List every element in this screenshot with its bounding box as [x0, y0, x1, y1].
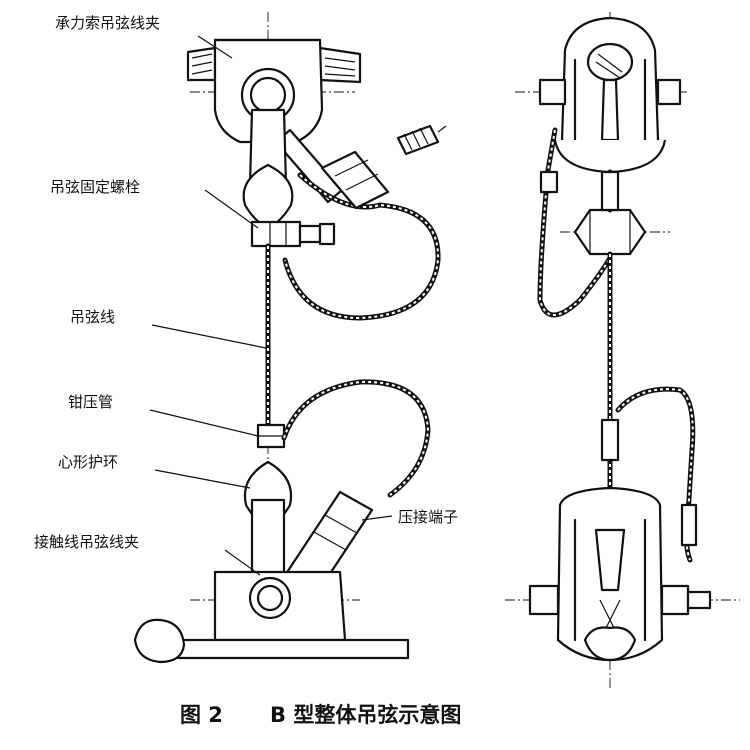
- side-view: [505, 12, 740, 690]
- upper-crimp-terminal: [320, 150, 390, 210]
- dropper-bolt: [250, 220, 336, 248]
- label-contact-clamp: 接触线吊弦线夹: [34, 533, 139, 551]
- front-view: 承力索吊弦线夹 吊弦固定螺栓 吊弦线 钳压管 心形护环 压接端子 接触线吊弦线夹: [34, 12, 458, 664]
- side-messenger-clamp: [538, 16, 682, 174]
- label-dropper-wire: 吊弦线: [70, 308, 115, 326]
- label-dropper-bolt: 吊弦固定螺栓: [50, 178, 140, 196]
- leader-lines: [149, 35, 393, 576]
- label-crimp-terminal: 压接端子: [398, 508, 458, 526]
- contact-wire: [133, 618, 186, 664]
- side-hex-nut: [573, 208, 647, 256]
- caption-title: B 型整体吊弦示意图: [270, 703, 461, 727]
- caption-figure-number: 图 2: [180, 703, 223, 727]
- label-messenger-clamp: 承力索吊弦线夹: [55, 14, 160, 32]
- caption: 图 2 B 型整体吊弦示意图: [180, 703, 461, 727]
- contact-wire-clamp: [176, 570, 410, 660]
- label-thimble: 心形护环: [58, 453, 118, 471]
- side-contact-clamp: [528, 486, 712, 662]
- spring-detail: [396, 124, 447, 156]
- messenger-wire-clamp: [213, 38, 344, 204]
- label-crimp-sleeve: 钳压管: [68, 393, 113, 411]
- messenger-wire: [186, 46, 362, 84]
